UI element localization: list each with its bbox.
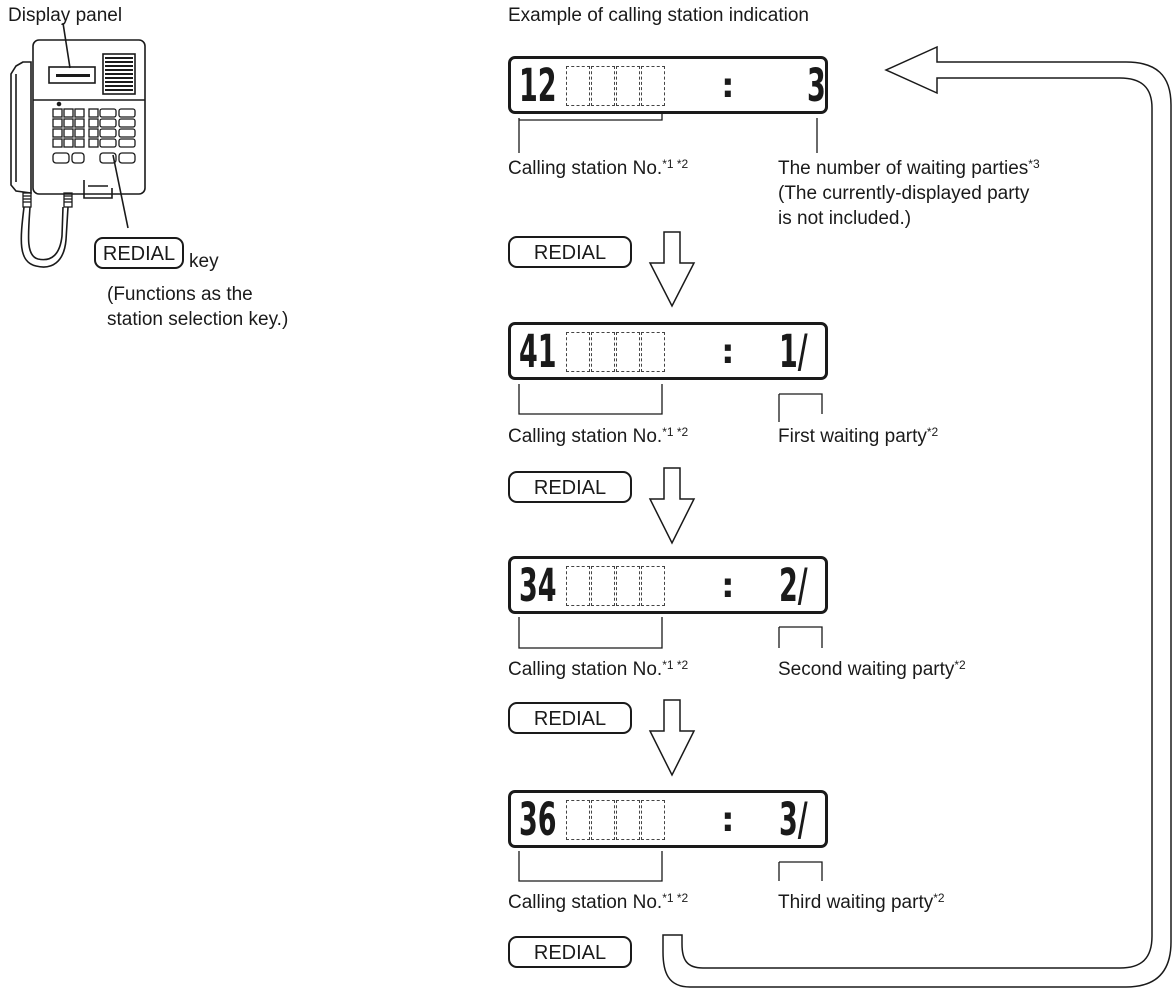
separator-colon: : bbox=[721, 66, 735, 106]
calling-station-digits: 36 bbox=[519, 793, 557, 846]
display-panel-4: 36 : 3/ bbox=[508, 790, 828, 848]
empty-digit-cell bbox=[641, 66, 665, 106]
calling-station-caption: Calling station No.*1 *2 bbox=[508, 891, 689, 913]
redial-note-line1: (Functions as the bbox=[107, 284, 253, 305]
key-word: key bbox=[189, 251, 219, 272]
empty-digit-cell bbox=[566, 566, 590, 606]
calling-station-digits: 41 bbox=[519, 325, 557, 378]
calling-station-digits: 12 bbox=[519, 59, 557, 112]
down-arrow-icon bbox=[648, 699, 696, 777]
waiting-parties-note-line2: is not included.) bbox=[778, 208, 912, 229]
empty-digit-cell bbox=[616, 332, 640, 372]
empty-digit-cell bbox=[591, 800, 615, 840]
waiting-party-index: 3/ bbox=[779, 793, 808, 846]
empty-digit-cell bbox=[591, 566, 615, 606]
third-waiting-party-caption: Third waiting party*2 bbox=[778, 891, 945, 913]
second-waiting-party-caption: Second waiting party*2 bbox=[778, 658, 966, 680]
redial-note-line2: station selection key.) bbox=[107, 309, 289, 330]
empty-digit-cell bbox=[641, 566, 665, 606]
waiting-count-digit: 3 bbox=[807, 59, 826, 112]
redial-key: REDIAL bbox=[508, 471, 632, 503]
down-arrow-icon bbox=[648, 231, 696, 308]
waiting-parties-caption: The number of waiting parties*3 bbox=[778, 157, 1040, 179]
waiting-party-index: 1/ bbox=[779, 325, 808, 378]
empty-digit-cell bbox=[566, 66, 590, 106]
loop-back-arrow bbox=[662, 45, 1172, 988]
redial-key: REDIAL bbox=[94, 237, 184, 269]
redial-key: REDIAL bbox=[508, 936, 632, 968]
empty-digit-cell bbox=[566, 800, 590, 840]
calling-station-digits: 34 bbox=[519, 559, 557, 612]
down-arrows bbox=[648, 231, 696, 777]
display-panel-3: 34 : 2/ bbox=[508, 556, 828, 614]
calling-station-caption: Calling station No.*1 *2 bbox=[508, 157, 689, 179]
empty-digit-cell bbox=[566, 332, 590, 372]
waiting-parties-note-line1: (The currently-displayed party bbox=[778, 183, 1030, 204]
empty-digit-cell bbox=[616, 566, 640, 606]
display-panel-2: 41 : 1/ bbox=[508, 322, 828, 380]
display-panel-label: Display panel bbox=[8, 5, 123, 26]
down-arrow-icon bbox=[648, 467, 696, 545]
calling-station-caption: Calling station No.*1 *2 bbox=[508, 425, 689, 447]
empty-digit-cell bbox=[616, 800, 640, 840]
separator-colon: : bbox=[721, 332, 735, 372]
waiting-party-index: 2/ bbox=[779, 559, 808, 612]
redial-key: REDIAL bbox=[508, 702, 632, 734]
empty-digit-cell bbox=[641, 332, 665, 372]
redial-key: REDIAL bbox=[508, 236, 632, 268]
diagram-title: Example of calling station indication bbox=[508, 5, 810, 26]
intercom-phone-illustration bbox=[10, 22, 146, 268]
empty-digit-cell bbox=[591, 332, 615, 372]
empty-digit-cell bbox=[616, 66, 640, 106]
empty-digit-cell bbox=[641, 800, 665, 840]
panel-brackets bbox=[518, 102, 823, 882]
calling-station-caption: Calling station No.*1 *2 bbox=[508, 658, 689, 680]
empty-digit-cell bbox=[591, 66, 615, 106]
display-panel-1: 12 : 3 bbox=[508, 56, 828, 114]
separator-colon: : bbox=[721, 566, 735, 606]
separator-colon: : bbox=[721, 800, 735, 840]
first-waiting-party-caption: First waiting party*2 bbox=[778, 425, 939, 447]
